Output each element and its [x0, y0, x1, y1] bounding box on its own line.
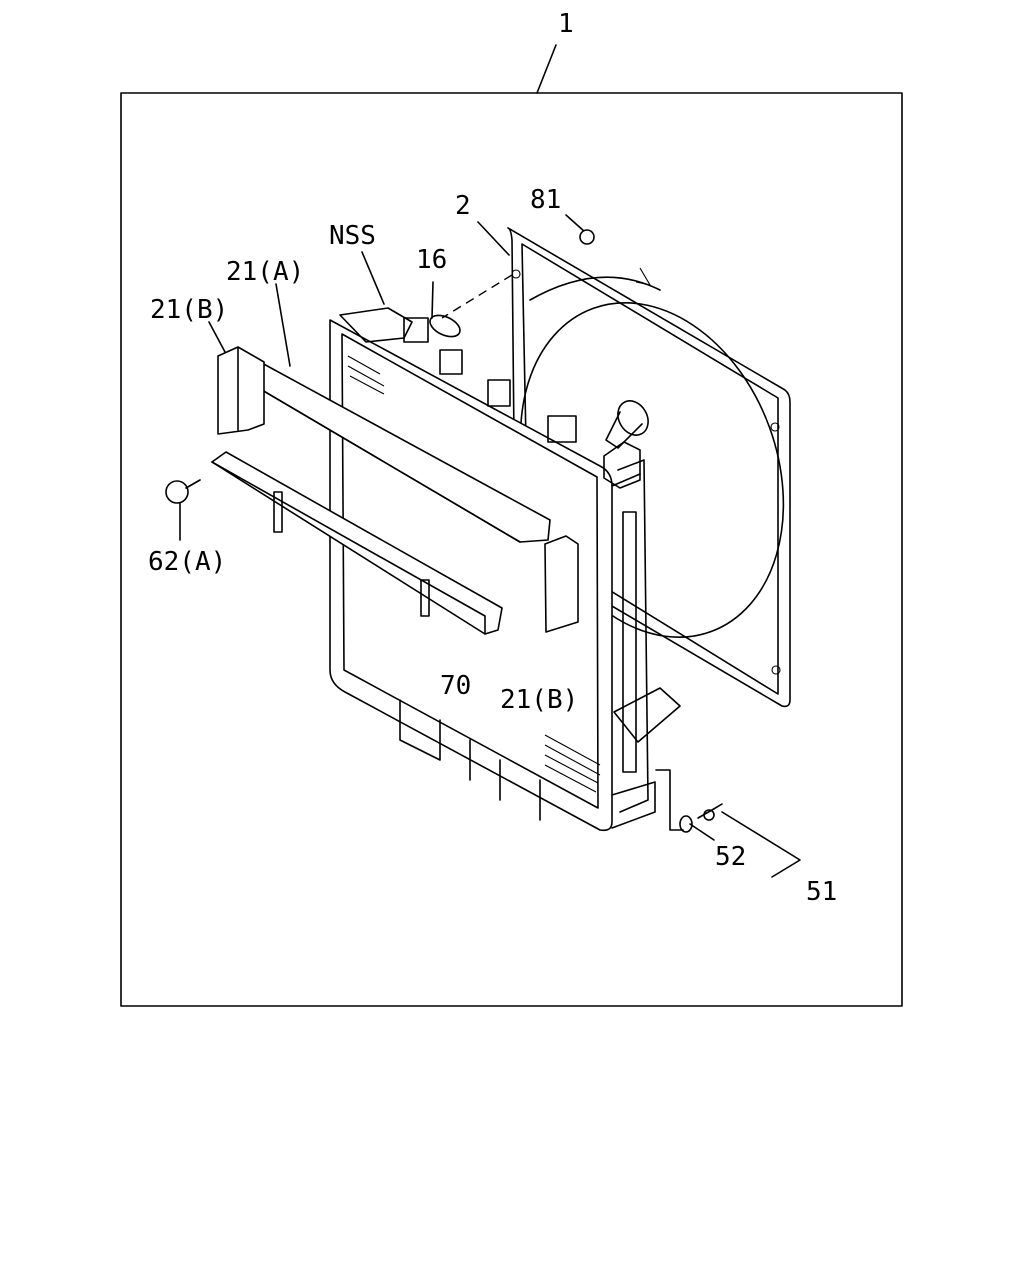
left-side-bracket — [217, 346, 265, 435]
nut-part — [579, 229, 595, 245]
label-nss: NSS — [329, 221, 376, 251]
label-bracket-b-left: 21(B) — [150, 295, 228, 325]
label-bracket-b-right: 21(B) — [500, 685, 578, 715]
diagram-frame — [120, 92, 903, 1007]
label-stay: 70 — [440, 671, 471, 701]
label-drain-set: 51 — [806, 877, 837, 907]
label-cap: 16 — [416, 245, 447, 275]
lower-stay — [211, 451, 503, 635]
bolt-part — [165, 479, 201, 504]
right-side-bracket — [544, 535, 579, 633]
drain-cock-part — [679, 803, 723, 833]
label-assembly: 1 — [558, 9, 574, 39]
label-nut: 81 — [530, 185, 561, 215]
label-bracket-a: 21(A) — [226, 257, 304, 287]
label-washer: 52 — [715, 842, 746, 872]
label-shroud: 2 — [455, 191, 471, 221]
label-bolt: 62(A) — [148, 547, 226, 577]
